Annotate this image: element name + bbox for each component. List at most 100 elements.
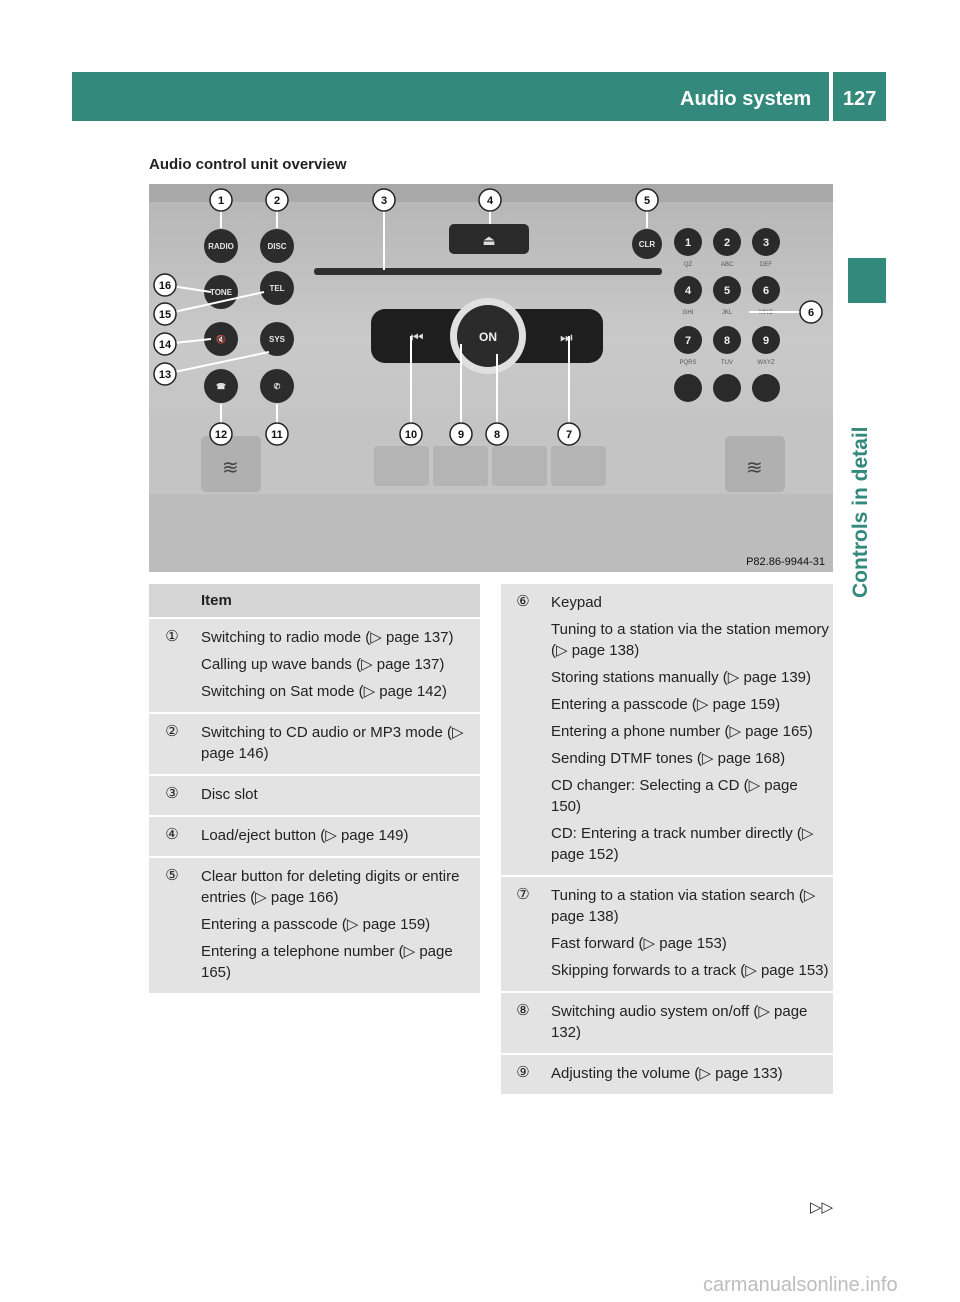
svg-text:⏏: ⏏ — [482, 233, 495, 249]
description-line: Disc slot — [201, 786, 258, 803]
keypad-digit: 2 — [724, 237, 730, 249]
description-line: Skipping forwards to a track (▷ page 153… — [551, 962, 829, 979]
description-line: Switching to CD audio or MP3 mode (▷ pag… — [201, 724, 464, 762]
description-line: Tuning to a station via station search (… — [551, 887, 816, 925]
keypad-key — [752, 374, 780, 402]
description-line: Storing stations manually (▷ page 139) — [551, 669, 812, 686]
callout-circle — [153, 302, 177, 326]
callout-circle — [557, 422, 581, 446]
keypad-digit: 8 — [724, 335, 730, 347]
callout-circle — [449, 422, 473, 446]
item-number: ④ — [149, 817, 195, 856]
header-bar — [72, 72, 886, 121]
button-label: SYS — [269, 335, 286, 344]
section-title: Audio control unit overview — [149, 156, 347, 173]
item-description: Switching to CD audio or MP3 mode (▷ pag… — [195, 714, 480, 774]
callout-number: 2 — [274, 195, 280, 207]
keypad-key — [713, 374, 741, 402]
item-description: Switching audio system on/off (▷ page 13… — [545, 993, 833, 1053]
item-number: ② — [149, 714, 195, 774]
keypad-key — [674, 326, 702, 354]
callout-number: 7 — [566, 429, 572, 441]
callout-number: 13 — [159, 369, 171, 381]
keypad-key — [713, 326, 741, 354]
keypad-letters: DEF — [760, 262, 772, 268]
keypad-digit: 4 — [685, 285, 692, 297]
control-button — [204, 322, 238, 356]
keypad-key — [674, 276, 702, 304]
callout-number: 14 — [159, 339, 172, 351]
item-number: ⑤ — [149, 858, 195, 993]
control-button — [260, 369, 294, 403]
callout-number: 6 — [808, 307, 814, 319]
button-label: 🔇 — [216, 334, 226, 344]
svg-text:⏮: ⏮ — [411, 330, 424, 346]
callout-number: 1 — [218, 195, 224, 207]
clr-button — [632, 229, 662, 259]
keypad-key — [752, 326, 780, 354]
description-line: Entering a telephone number (▷ page 165) — [201, 943, 453, 981]
item-number: ⑨ — [501, 1055, 545, 1094]
keypad-digit: 1 — [685, 237, 691, 249]
callout-circle — [265, 188, 289, 212]
item-description: Tuning to a station via station search (… — [545, 877, 833, 991]
description-line: CD: Entering a track number directly (▷ … — [551, 825, 814, 863]
callout-number: 12 — [215, 429, 227, 441]
callout-circle — [372, 188, 396, 212]
chapter-title: Audio system — [680, 88, 812, 110]
callout-number: 8 — [494, 429, 500, 441]
page-number: 127 — [843, 88, 877, 110]
keypad-key — [752, 228, 780, 256]
button-label: RADIO — [208, 242, 234, 251]
callout-number: 16 — [159, 280, 171, 292]
description-line: Calling up wave bands (▷ page 137) — [201, 656, 445, 673]
keypad-letters: PQRS — [679, 360, 696, 366]
svg-text:≋: ≋ — [222, 455, 239, 479]
control-button — [260, 271, 294, 305]
callout-number: 9 — [458, 429, 464, 441]
description-line: Sending DTMF tones (▷ page 168) — [551, 750, 786, 767]
callout-number: 3 — [381, 195, 387, 207]
keypad-key — [752, 276, 780, 304]
control-button — [260, 322, 294, 356]
callout-leader — [164, 351, 270, 375]
item-number: ⑧ — [501, 993, 545, 1053]
callout-circle — [153, 332, 177, 356]
item-number: ⑥ — [501, 584, 545, 875]
description-line: Tuning to a station via the station memo… — [551, 621, 829, 659]
keypad-digit: 3 — [763, 237, 769, 249]
keypad-letters: ABC — [721, 262, 734, 268]
description-line: Entering a phone number (▷ page 165) — [551, 723, 813, 740]
svg-text:≋: ≋ — [746, 455, 763, 479]
callout-circle — [209, 422, 233, 446]
keypad-key — [674, 374, 702, 402]
item-number: ① — [149, 619, 195, 712]
callout-circle — [209, 188, 233, 212]
item-description: Switching to radio mode (▷ page 137)Call… — [195, 619, 480, 712]
keypad-key — [713, 228, 741, 256]
description-line: Fast forward (▷ page 153) — [551, 935, 727, 952]
callout-circle — [799, 300, 823, 324]
power-button-label: ON — [479, 330, 497, 344]
button-label: ✆ — [274, 382, 281, 391]
keypad-digit: 6 — [763, 285, 769, 297]
item-description: Clear button for deleting digits or enti… — [195, 858, 480, 993]
description-line: Switching on Sat mode (▷ page 142) — [201, 683, 447, 700]
callout-circle — [399, 422, 423, 446]
button-label: CLR — [639, 240, 656, 249]
item-number: ⑦ — [501, 877, 545, 991]
header-blank-cell — [149, 584, 195, 617]
keypad-letters: JKL — [722, 310, 733, 316]
